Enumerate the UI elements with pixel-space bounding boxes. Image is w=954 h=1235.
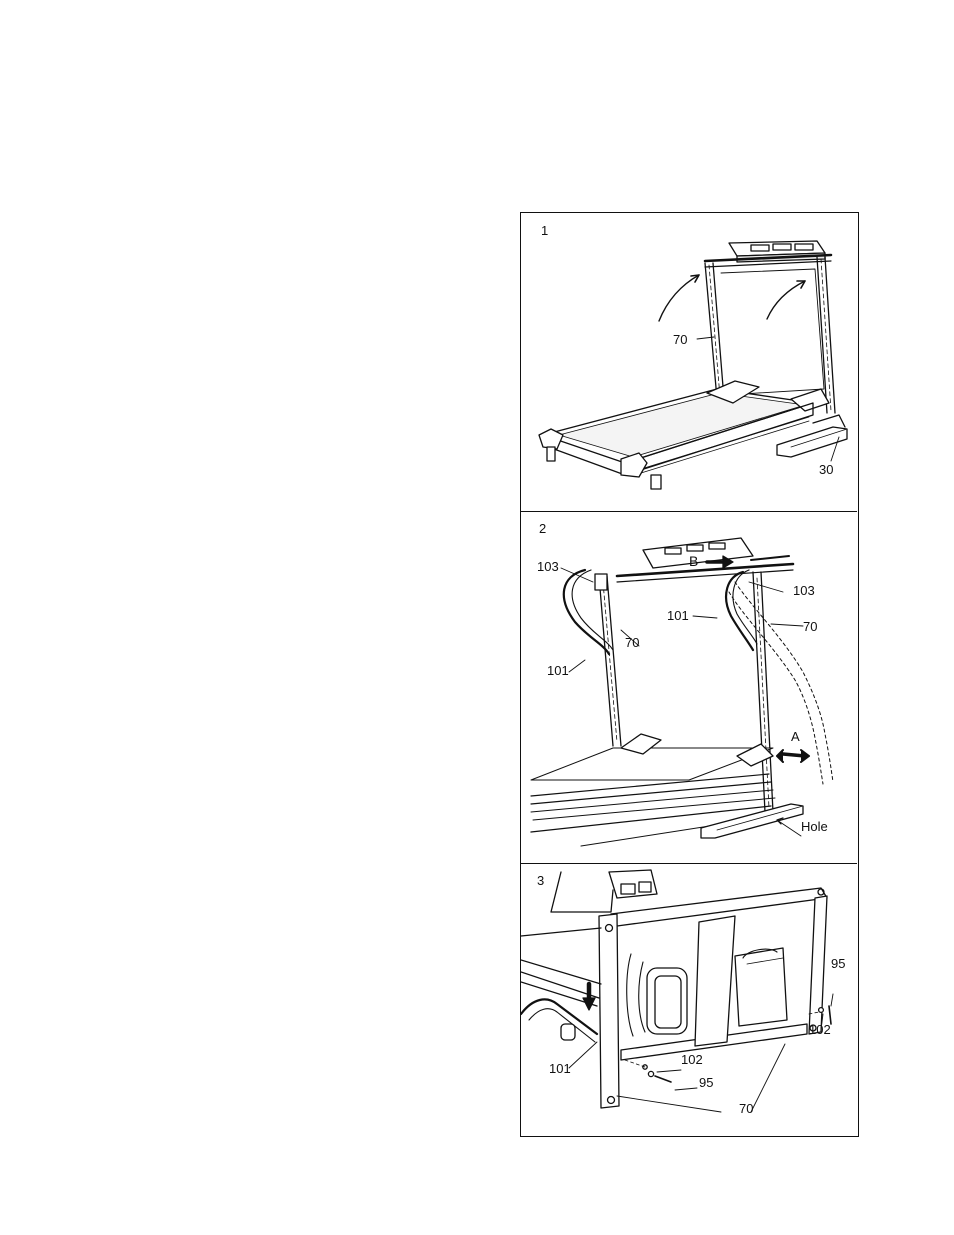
callout-101: 101 [549,1062,571,1076]
callout-70-frame: 70 [673,333,687,347]
callout-101-left: 101 [547,664,569,678]
arrow-label-a: A [791,730,800,744]
callout-102-front: 102 [681,1053,703,1067]
figure-1-illustration [521,213,857,511]
figure-2-panel: 2 103 103 101 70 70 101 A B Hole [521,511,857,863]
callout-hole: Hole [801,820,828,834]
figure-3-number: 3 [537,874,544,888]
arrow-label-b: B [689,554,698,568]
callout-103-left: 103 [537,560,559,574]
figure-1-panel: 1 70 30 [521,213,857,511]
callout-70-left: 70 [625,636,639,650]
assembly-figure-frame: 1 70 30 [520,212,859,1137]
callout-101-right: 101 [667,609,689,623]
figure-2-number: 2 [539,522,546,536]
callout-95-front: 95 [699,1076,713,1090]
callout-95-right: 95 [831,957,845,971]
figure-3-panel: 3 95 102 101 102 95 70 [521,863,857,1136]
callout-103-right: 103 [793,584,815,598]
figure-1-number: 1 [541,224,548,238]
figure-3-illustration [521,864,857,1137]
callout-70-right: 70 [803,620,817,634]
callout-70: 70 [739,1102,753,1116]
callout-30-base: 30 [819,463,833,477]
callout-102-right: 102 [809,1023,831,1037]
